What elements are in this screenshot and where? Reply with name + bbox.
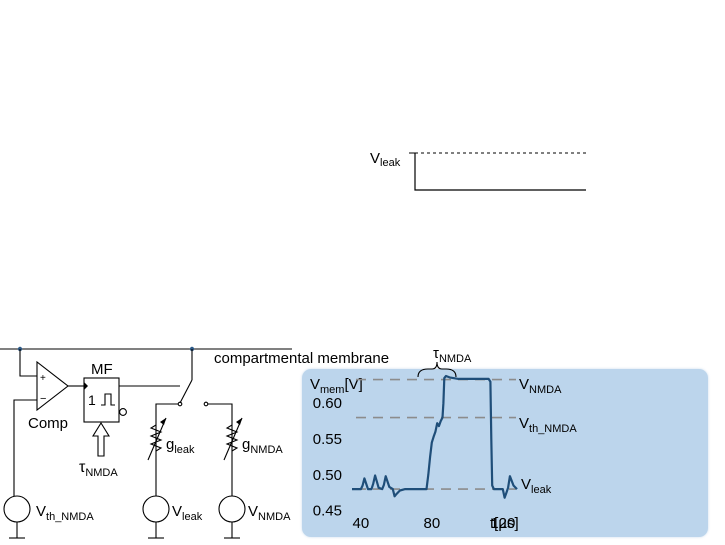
comp-minus-sign: − <box>40 393 46 405</box>
vmem-trace <box>352 374 518 499</box>
right-label-vleak: Vleak <box>521 476 552 496</box>
vleak-source-label: Vleak <box>172 503 203 523</box>
source-vnmda <box>218 495 246 523</box>
membrane-label: compartmental membrane <box>214 350 389 367</box>
resistor-gnmda <box>225 424 239 452</box>
switch-blade <box>179 379 193 404</box>
chart-panel <box>302 369 708 537</box>
y-axis-label: Vmem[V] <box>310 376 363 396</box>
tau-nmda-chart-label: τNMDA <box>433 345 472 365</box>
tau-nmda-input-label: τNMDA <box>79 459 118 479</box>
gleak-label: gleak <box>166 436 195 456</box>
pulse-glyph <box>101 393 115 406</box>
circuit-schematic <box>0 346 292 539</box>
step-waveform <box>414 153 586 191</box>
vleak-top-label: Vleak <box>370 150 401 169</box>
resistor-gleak <box>149 424 163 452</box>
x-tick-label: 40 <box>353 515 370 532</box>
source-vth <box>3 495 31 523</box>
x-tick-label: 80 <box>423 515 440 532</box>
wire-plus-input <box>19 349 37 377</box>
mf-label: MF <box>91 361 113 378</box>
inverted-output-bubble <box>119 408 127 416</box>
switch-contact-leak <box>177 401 183 407</box>
wire-leak-branch <box>155 403 178 496</box>
y-tick-label: 0.60 <box>313 395 342 412</box>
resistor-arrow-gnmda <box>223 417 243 461</box>
vth-nmda-source-label: Vth_NMDA <box>36 503 94 523</box>
wire-nmda-branch <box>208 403 233 496</box>
x-tick-label: 120 <box>490 515 515 532</box>
y-tick-label: 0.45 <box>313 503 342 520</box>
vmem-chart: τNMDA Vmem[V] 0.60 0.55 0.50 0.45 40 80 120 VN… <box>302 345 708 537</box>
monoflop-box <box>83 377 120 423</box>
clock-triangle <box>84 382 88 390</box>
vnmda-source-label: VNMDA <box>248 503 291 523</box>
y-tick-label: 0.55 <box>313 431 342 448</box>
right-label-vth-nmda: Vth_NMDA <box>519 415 577 435</box>
mf-pulse-text: 1 <box>88 392 96 408</box>
circuit-labels: + − Comp MF 1 compartmental membrane τNM… <box>28 350 389 523</box>
x-axis-label: t[µs] <box>490 515 519 532</box>
comp-plus-sign: + <box>40 373 46 384</box>
tau-input-arrow <box>92 421 110 457</box>
right-label-vnmda: VNMDA <box>519 376 562 396</box>
source-vleak <box>142 495 170 523</box>
switch-contact-nmda <box>203 401 209 407</box>
comp-label: Comp <box>28 415 68 432</box>
y-tick-label: 0.50 <box>313 467 342 484</box>
tau-brace <box>417 361 457 378</box>
wire-minus-input <box>13 399 37 496</box>
comparator-symbol <box>36 360 69 412</box>
resistor-arrow-gleak <box>147 417 167 461</box>
vleak-step-panel: Vleak <box>370 150 586 191</box>
gnmda-label: gNMDA <box>242 436 283 456</box>
